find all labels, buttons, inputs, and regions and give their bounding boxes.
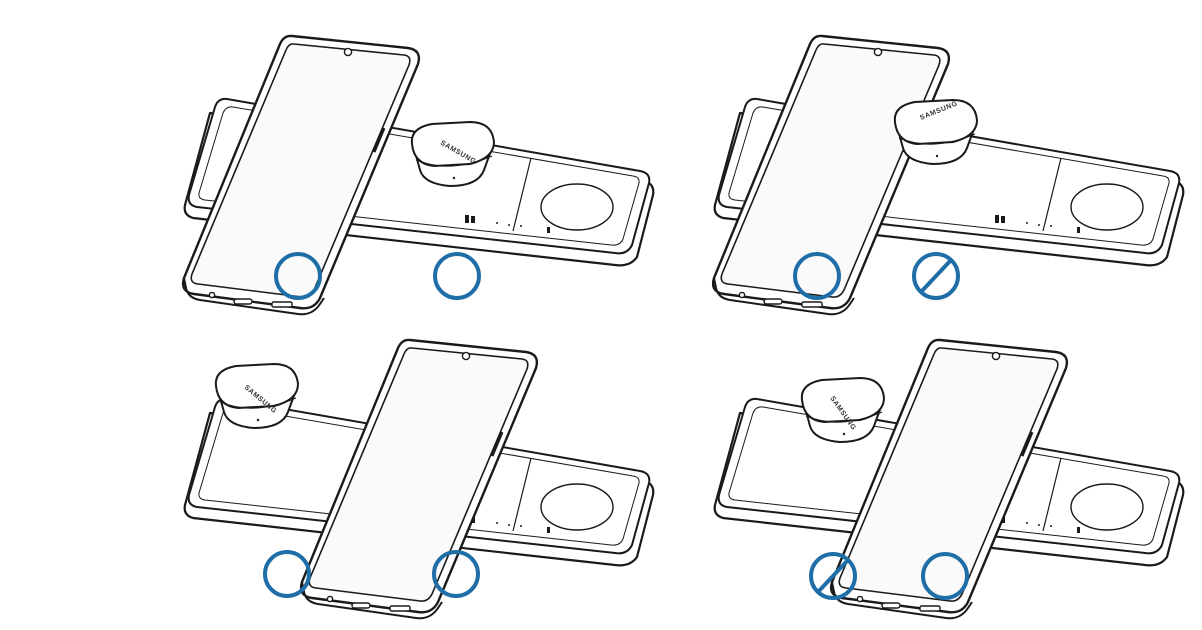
earbuds-case: SAMSUNG bbox=[893, 99, 978, 165]
panel-top-left: SAMSUNG bbox=[181, 34, 655, 316]
panel-bottom-right: SAMSUNG bbox=[713, 338, 1185, 620]
buds-ok-mark bbox=[433, 252, 481, 300]
panel-bottom-left: SAMSUNG bbox=[183, 338, 655, 620]
earbuds-case: SAMSUNG bbox=[214, 363, 299, 429]
earbuds-case: SAMSUNG bbox=[800, 377, 885, 443]
earbuds-case: SAMSUNG bbox=[410, 121, 495, 187]
panel-top-right: SAMSUNG bbox=[711, 34, 1185, 316]
buds-prohibited-mark bbox=[912, 252, 960, 300]
phone-ok-mark bbox=[263, 550, 311, 598]
